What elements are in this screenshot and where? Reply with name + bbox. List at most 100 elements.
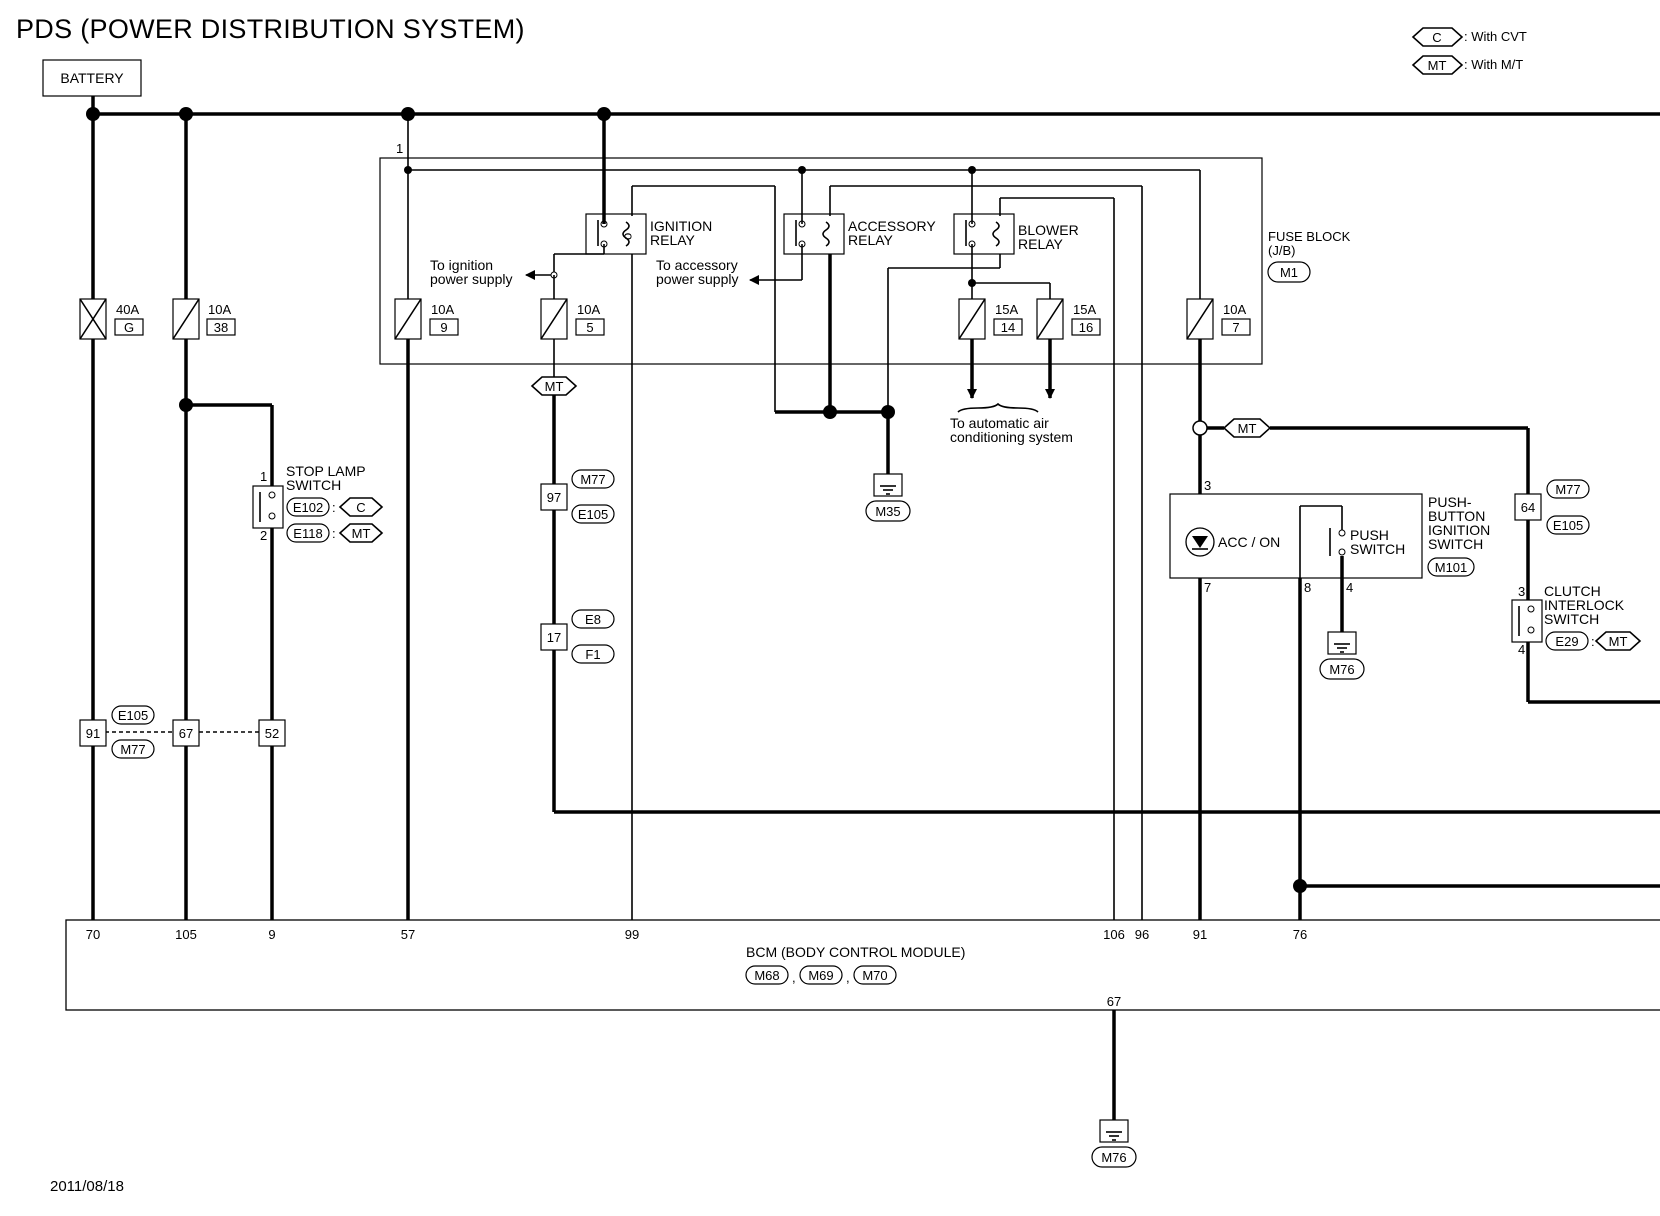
svg-text:C: C xyxy=(356,500,365,515)
svg-text:M1: M1 xyxy=(1280,265,1298,280)
svg-text:M76: M76 xyxy=(1101,1150,1126,1165)
svg-text:9: 9 xyxy=(440,320,447,335)
ground-m35: M35 xyxy=(865,473,911,522)
svg-text:INTERLOCK: INTERLOCK xyxy=(1544,597,1625,613)
svg-text:1: 1 xyxy=(260,469,267,484)
accessory-relay: ACCESSORY RELAY xyxy=(783,213,936,255)
legend-mt-desc: : With M/T xyxy=(1464,57,1523,72)
diagram-date: 2011/08/18 xyxy=(50,1178,124,1195)
svg-text:4: 4 xyxy=(1518,642,1525,657)
svg-text:(J/B): (J/B) xyxy=(1268,243,1295,258)
page-title: PDS (POWER DISTRIBUTION SYSTEM) xyxy=(16,14,525,44)
note-ac-1: To automatic air xyxy=(950,415,1049,431)
wire-10a-7: MT xyxy=(1192,339,1530,494)
svg-text:E8: E8 xyxy=(585,612,601,627)
svg-text:E105: E105 xyxy=(578,507,608,522)
fuse-40a-g: 40A G xyxy=(79,298,144,340)
ground-m76-push: M76 xyxy=(1319,631,1365,680)
relay-wiring xyxy=(525,114,1143,920)
svg-text:99: 99 xyxy=(625,927,639,942)
svg-text:M68: M68 xyxy=(754,968,779,983)
svg-text:38: 38 xyxy=(214,320,228,335)
svg-text:E105: E105 xyxy=(1553,518,1583,533)
fuse-15a-16: 15A 16 xyxy=(1036,298,1101,340)
svg-text:7: 7 xyxy=(1204,580,1211,595)
svg-text:F1: F1 xyxy=(585,647,600,662)
fuse-10a-38: 10A 38 xyxy=(172,298,236,340)
fuse-15a-14: 15A 14 xyxy=(958,298,1023,340)
svg-text:IGNITION: IGNITION xyxy=(1428,522,1490,538)
svg-text:MT: MT xyxy=(1428,58,1447,73)
svg-text:52: 52 xyxy=(265,726,279,741)
clutch-interlock-switch: 64 M77 E105 3 4 CLUTCH INTERLOCK SWITCH … xyxy=(1511,479,1660,704)
connector-row-e105-m77: E105 M77 91 67 52 xyxy=(79,705,286,759)
wire-10a-5: MT 97 M77 E105 17 E8 F1 xyxy=(530,339,1660,814)
svg-text:,: , xyxy=(792,970,796,985)
svg-text:E118: E118 xyxy=(293,526,322,541)
push-button-ignition-switch: ACC / ON PUSH SWITCH 3 7 8 4 PUSH- BUTTO… xyxy=(1169,478,1490,595)
svg-text:MT: MT xyxy=(545,379,564,394)
svg-text:SWITCH: SWITCH xyxy=(286,477,341,493)
wire-bcm-76 xyxy=(1293,578,1660,920)
stop-lamp-switch: 1 2 STOP LAMP SWITCH E102 : C E118 : MT xyxy=(252,463,384,543)
fuse-10a-5: 10A 5 xyxy=(540,298,605,340)
svg-text:2: 2 xyxy=(260,528,267,543)
svg-text:10A: 10A xyxy=(208,302,231,317)
svg-text:67: 67 xyxy=(1107,994,1121,1009)
blower-relay: BLOWER RELAY xyxy=(953,213,1079,255)
svg-text:PUSH: PUSH xyxy=(1350,527,1389,543)
svg-text:14: 14 xyxy=(1001,320,1015,335)
legend-c-desc: : With CVT xyxy=(1464,29,1527,44)
svg-text:CLUTCH: CLUTCH xyxy=(1544,583,1601,599)
svg-text:76: 76 xyxy=(1293,927,1307,942)
legend-c-tag: C xyxy=(1411,27,1464,47)
svg-text:ACC / ON: ACC / ON xyxy=(1218,534,1280,550)
svg-text:BLOWER: BLOWER xyxy=(1018,222,1079,238)
svg-text:SWITCH: SWITCH xyxy=(1428,536,1483,552)
svg-text:M77: M77 xyxy=(1555,482,1580,497)
svg-text:ᴑ: ᴑ xyxy=(624,228,632,243)
svg-text:1: 1 xyxy=(396,141,403,156)
svg-text:15A: 15A xyxy=(1073,302,1096,317)
svg-text:IGNITION: IGNITION xyxy=(650,218,712,234)
svg-text:STOP LAMP: STOP LAMP xyxy=(286,463,366,479)
note-ign-2: power supply xyxy=(430,271,513,287)
svg-text:70: 70 xyxy=(86,927,100,942)
ac-brace xyxy=(957,402,1039,413)
svg-text:,: , xyxy=(846,970,850,985)
fuse-block: FUSE BLOCK (J/B) M1 1 xyxy=(379,141,1351,365)
svg-text:4: 4 xyxy=(1346,580,1353,595)
svg-text:RELAY: RELAY xyxy=(1018,236,1064,252)
svg-text:57: 57 xyxy=(401,927,415,942)
svg-text:E105: E105 xyxy=(118,708,148,723)
svg-text:E102: E102 xyxy=(293,500,323,515)
svg-text:10A: 10A xyxy=(431,302,454,317)
svg-text:BCM (BODY CONTROL MODULE): BCM (BODY CONTROL MODULE) xyxy=(746,944,965,960)
svg-text:PUSH-: PUSH- xyxy=(1428,494,1472,510)
note-ign-1: To ignition xyxy=(430,257,493,273)
svg-text:SWITCH: SWITCH xyxy=(1544,611,1599,627)
svg-text:C: C xyxy=(1432,30,1441,45)
note-acc-2: power supply xyxy=(656,271,739,287)
fuse-block-bus xyxy=(404,114,1201,299)
fuse-10a-7: 10A 7 xyxy=(1186,298,1251,340)
svg-text:15A: 15A xyxy=(995,302,1018,317)
ignition-relay: ᴑ IGNITION RELAY xyxy=(585,213,712,255)
battery: BATTERY xyxy=(42,59,142,97)
svg-text:8: 8 xyxy=(1304,580,1311,595)
svg-text:M35: M35 xyxy=(875,504,900,519)
bcm: 70 105 9 57 99 106 96 91 76 BCM (BODY CO… xyxy=(65,919,1660,1011)
svg-text:106: 106 xyxy=(1103,927,1125,942)
svg-text:5: 5 xyxy=(586,320,593,335)
fuse-10a-9: 10A 9 xyxy=(394,298,459,340)
svg-text:64: 64 xyxy=(1521,500,1535,515)
svg-text:67: 67 xyxy=(179,726,193,741)
svg-text:105: 105 xyxy=(175,927,197,942)
svg-text:G: G xyxy=(124,320,134,335)
svg-text:M77: M77 xyxy=(120,742,145,757)
svg-text:16: 16 xyxy=(1079,320,1093,335)
svg-text:96: 96 xyxy=(1135,927,1149,942)
svg-text:SWITCH: SWITCH xyxy=(1350,541,1405,557)
svg-text:91: 91 xyxy=(86,726,100,741)
